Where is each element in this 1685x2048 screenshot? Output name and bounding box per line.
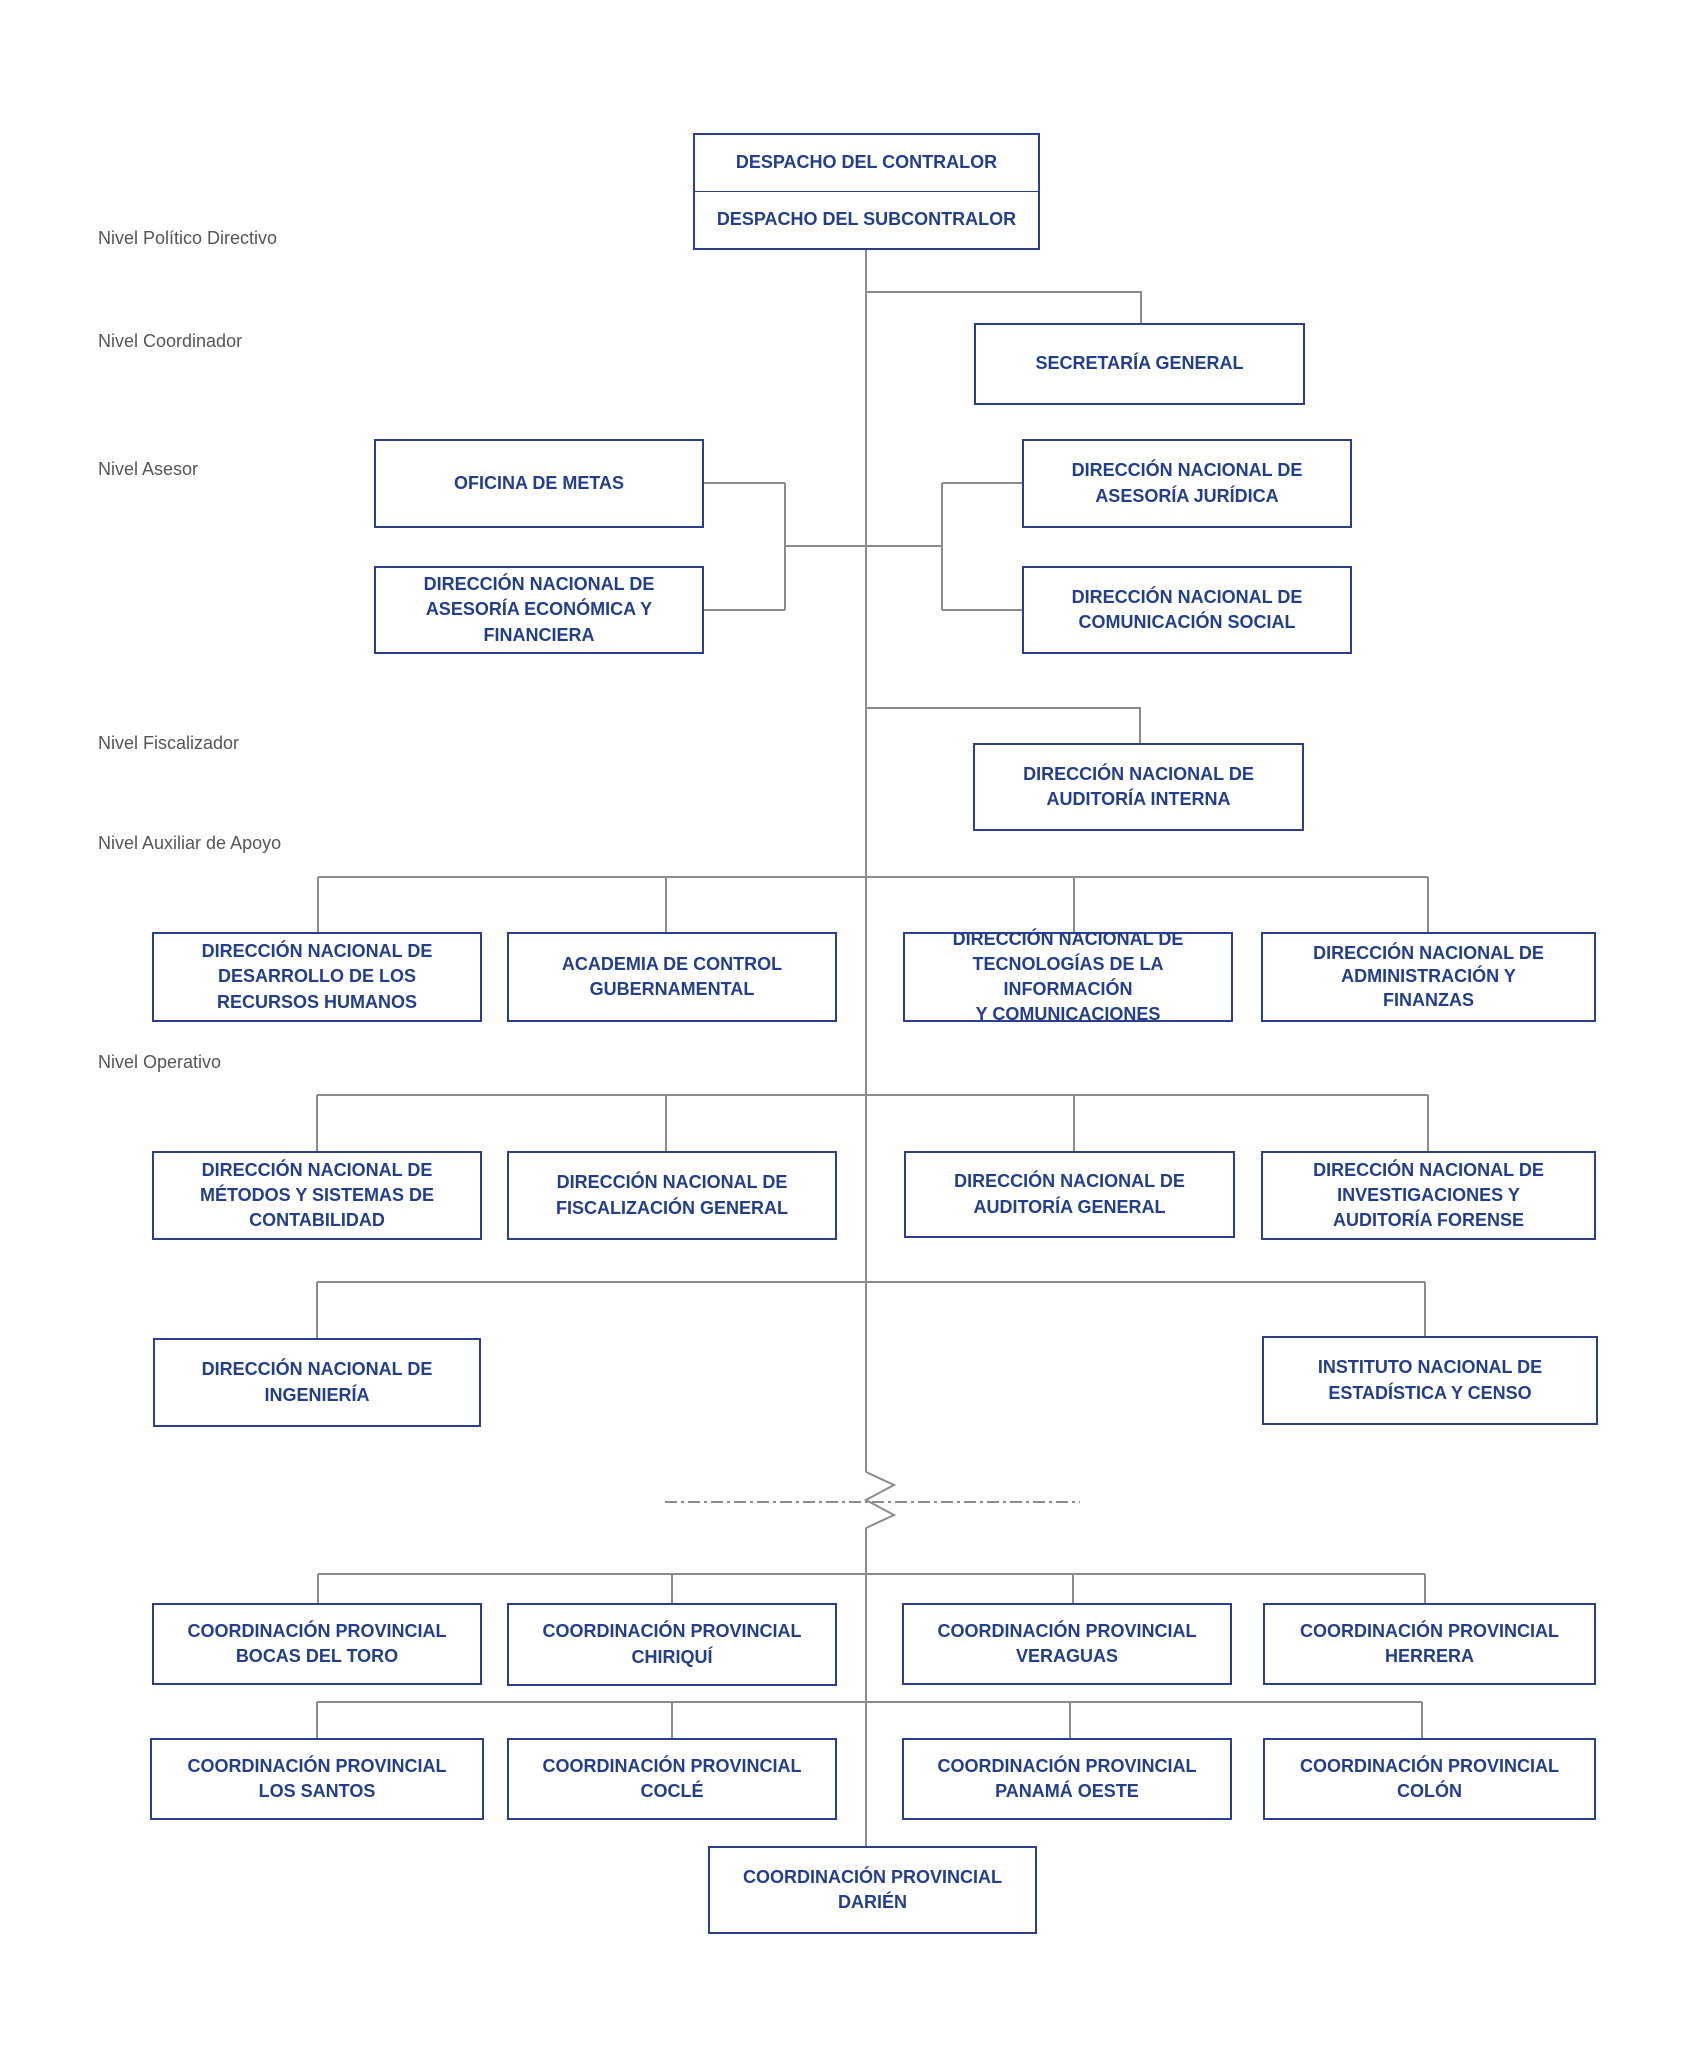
- box-coord-chiriqui: COORDINACIÓN PROVINCIAL CHIRIQUÍ: [507, 1603, 837, 1686]
- box-comunicacion-social: DIRECCIÓN NACIONAL DE COMUNICACIÓN SOCIA…: [1022, 566, 1352, 654]
- box-coord-colon: COORDINACIÓN PROVINCIAL COLÓN: [1263, 1738, 1596, 1820]
- box-ingenieria: DIRECCIÓN NACIONAL DE INGENIERÍA: [153, 1338, 481, 1427]
- level-auxiliar-apoyo: Nivel Auxiliar de Apoyo: [98, 833, 282, 853]
- box-auditoria-forense: DIRECCIÓN NACIONAL DE INVESTIGACIONES Y …: [1261, 1151, 1596, 1240]
- box-despacho-subcontralor: DESPACHO DEL SUBCONTRALOR: [693, 191, 1040, 250]
- box-auditoria-general: DIRECCIÓN NACIONAL DE AUDITORÍA GENERAL: [904, 1151, 1235, 1238]
- level-fiscalizador: Nivel Fiscalizador: [98, 733, 240, 753]
- box-academia-control: ACADEMIA DE CONTROL GUBERNAMENTAL: [507, 932, 837, 1022]
- box-coord-bocas-del-toro: COORDINACIÓN PROVINCIAL BOCAS DEL TORO: [152, 1603, 482, 1685]
- box-metodos-contabilidad: DIRECCIÓN NACIONAL DE MÉTODOS Y SISTEMAS…: [152, 1151, 482, 1240]
- level-coordinador: Nivel Coordinador: [98, 331, 243, 351]
- box-oficina-metas: OFICINA DE METAS: [374, 439, 704, 528]
- box-coord-los-santos: COORDINACIÓN PROVINCIAL LOS SANTOS: [150, 1738, 484, 1820]
- box-asesoria-economica: DIRECCIÓN NACIONAL DE ASESORÍA ECONÓMICA…: [374, 566, 704, 654]
- box-secretaria-general: SECRETARÍA GENERAL: [974, 323, 1305, 405]
- box-auditoria-interna: DIRECCIÓN NACIONAL DE AUDITORÍA INTERNA: [973, 743, 1304, 831]
- level-operativo: Nivel Operativo: [98, 1052, 222, 1072]
- level-asesor: Nivel Asesor: [98, 459, 199, 479]
- box-asesoria-juridica: DIRECCIÓN NACIONAL DE ASESORÍA JURÍDICA: [1022, 439, 1352, 528]
- level-politico-directivo: Nivel Político Directivo: [98, 228, 278, 248]
- box-coord-cocle: COORDINACIÓN PROVINCIAL COCLÉ: [507, 1738, 837, 1820]
- box-coord-herrera: COORDINACIÓN PROVINCIAL HERRERA: [1263, 1603, 1596, 1685]
- box-coord-veraguas: COORDINACIÓN PROVINCIAL VERAGUAS: [902, 1603, 1232, 1685]
- box-administracion-finanzas: DIRECCIÓN NACIONAL DE ADMINISTRACIÓN Y F…: [1261, 932, 1596, 1022]
- box-coord-panama-oeste: COORDINACIÓN PROVINCIAL PANAMÁ OESTE: [902, 1738, 1232, 1820]
- box-tecnologias-informacion: DIRECCIÓN NACIONAL DE TECNOLOGÍAS DE LA …: [903, 929, 1233, 1024]
- box-estadistica-censo: INSTITUTO NACIONAL DE ESTADÍSTICA Y CENS…: [1262, 1336, 1598, 1425]
- box-recursos-humanos: DIRECCIÓN NACIONAL DE DESARROLLO DE LOS …: [152, 932, 482, 1022]
- box-despacho-contralor: DESPACHO DEL CONTRALOR: [693, 133, 1040, 191]
- box-fiscalizacion-general: DIRECCIÓN NACIONAL DE FISCALIZACIÓN GENE…: [507, 1151, 837, 1240]
- box-coord-darien: COORDINACIÓN PROVINCIAL DARIÉN: [708, 1846, 1037, 1934]
